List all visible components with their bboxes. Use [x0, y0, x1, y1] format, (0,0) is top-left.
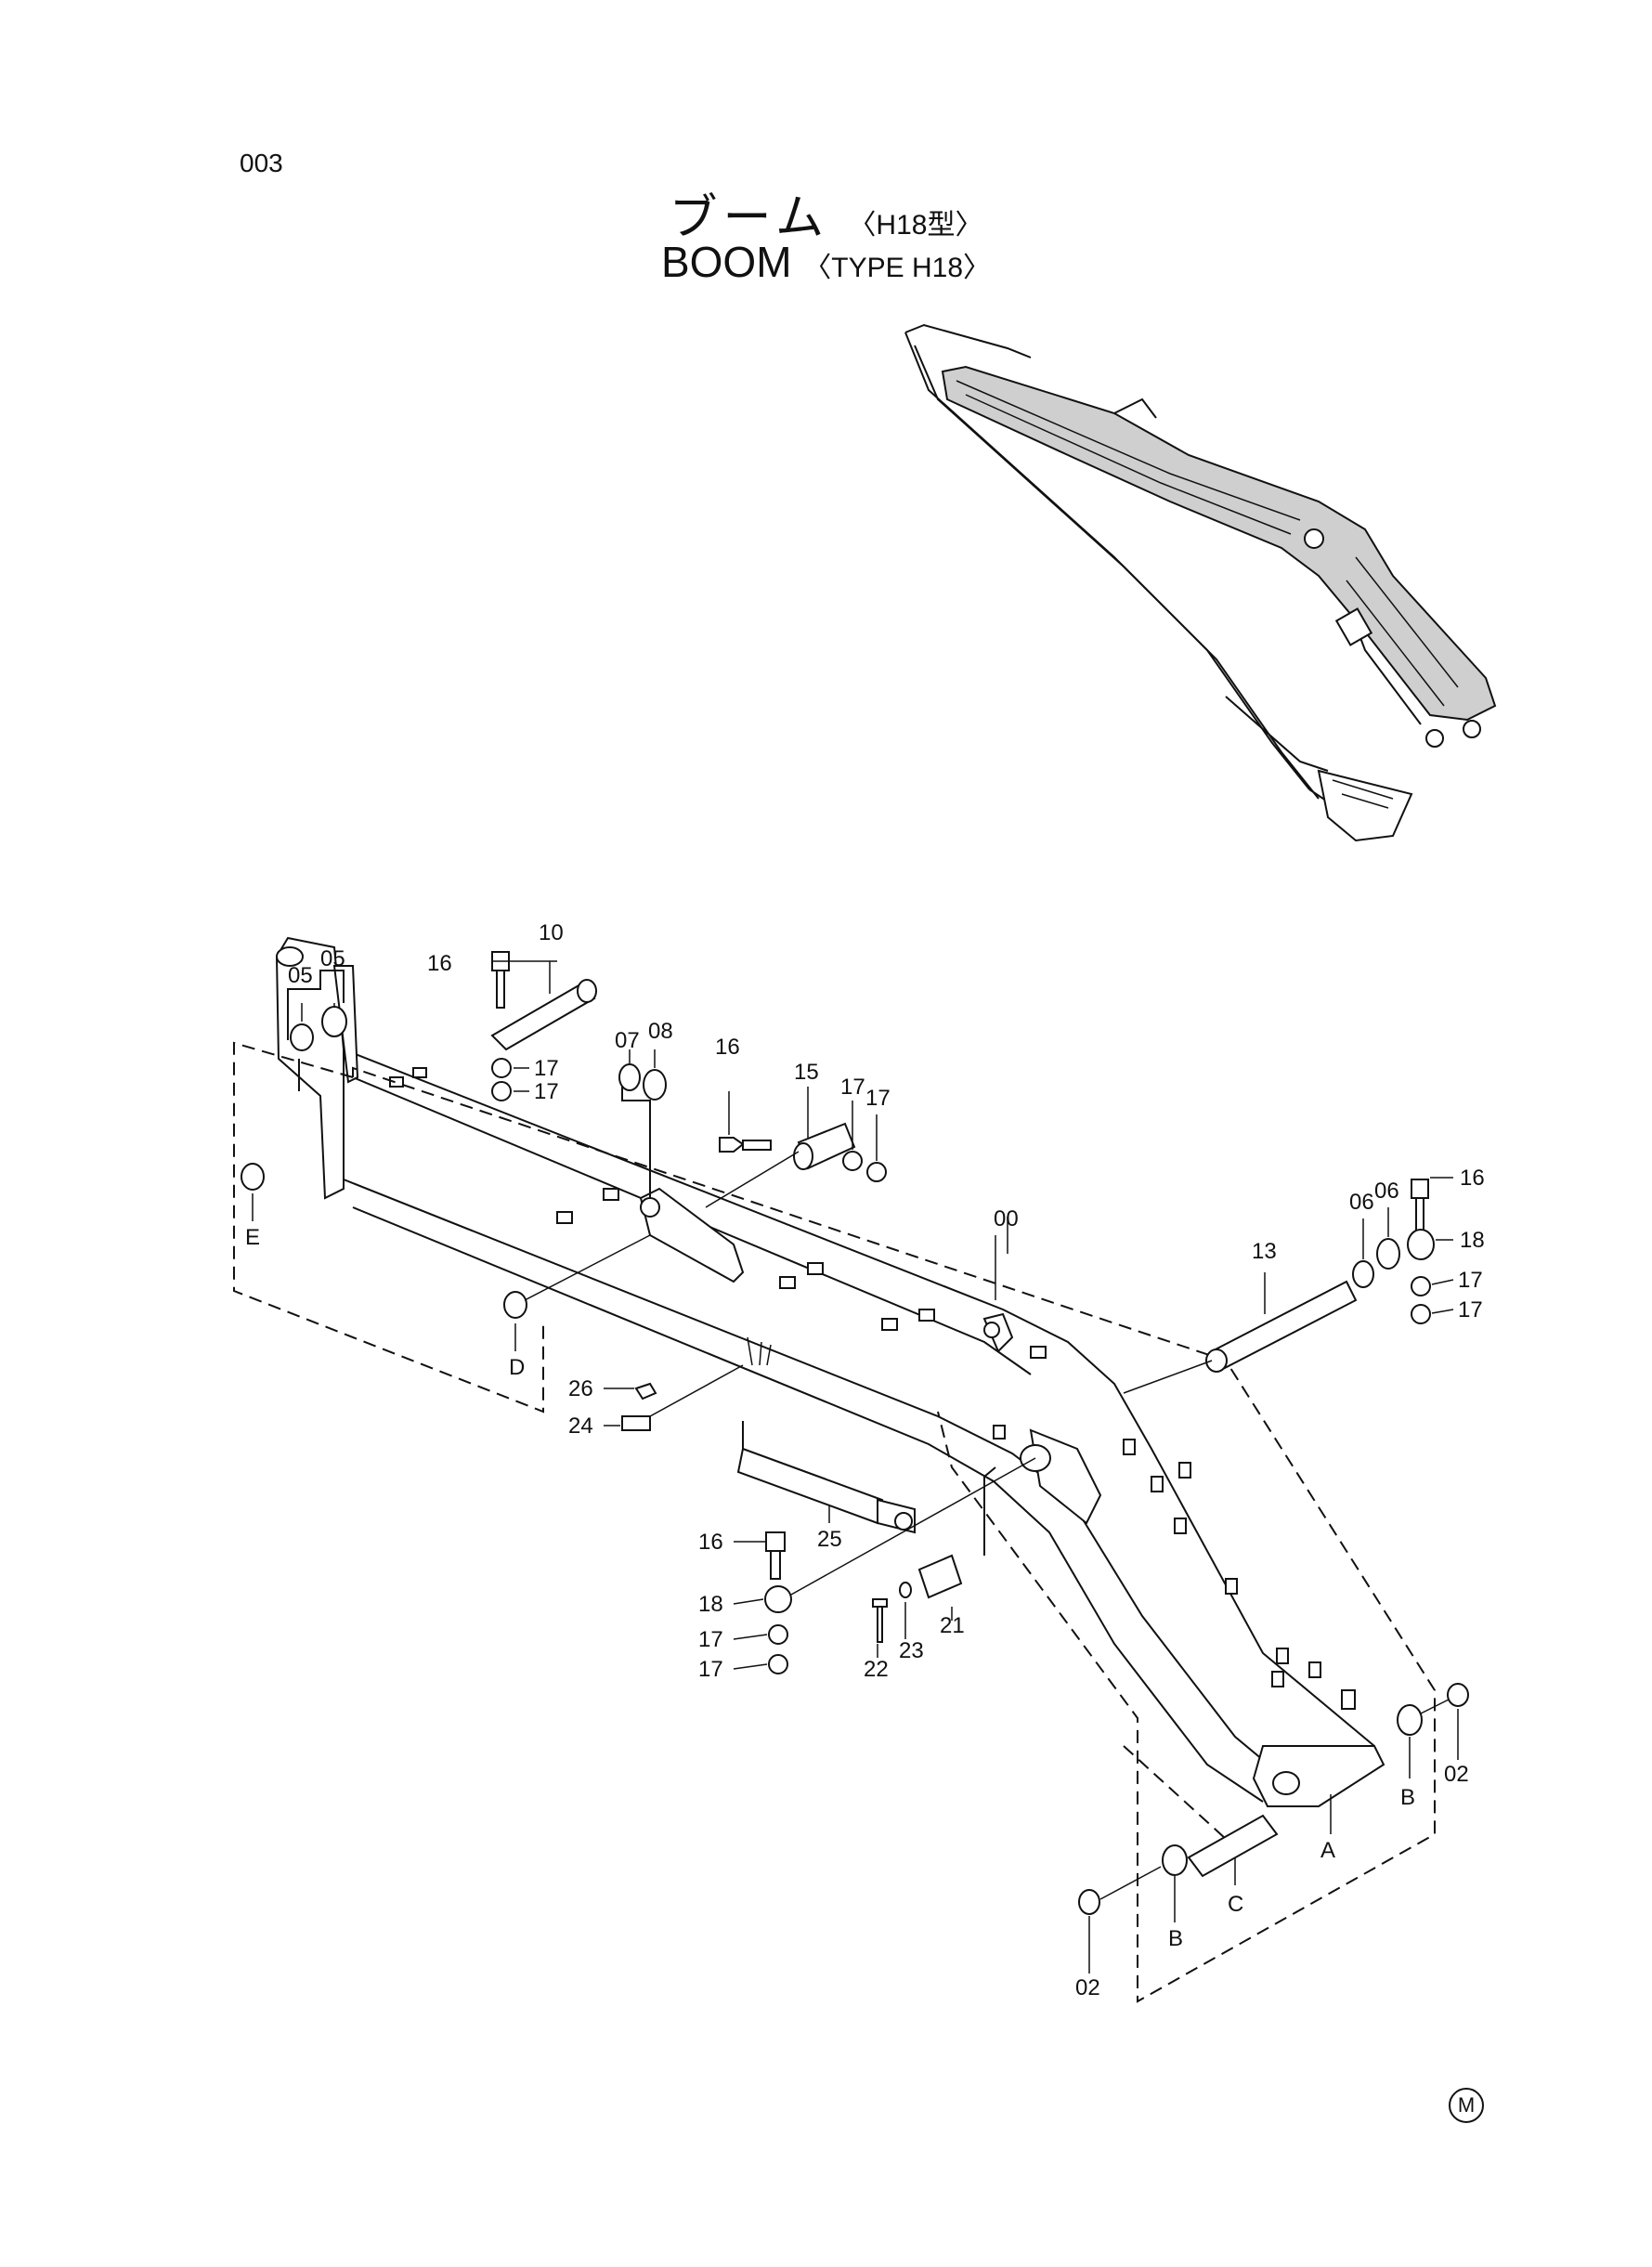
title-en-type: 〈TYPE H18〉 [803, 253, 992, 283]
callout-00: 00 [994, 1206, 1019, 1231]
callout-02: 02 [1444, 1762, 1469, 1787]
callout-26: 26 [568, 1376, 593, 1401]
callout-17: 17 [840, 1075, 865, 1100]
front-attachment-inset [904, 323, 1497, 842]
callout-18: 18 [1460, 1228, 1485, 1253]
callout-10: 10 [539, 920, 564, 945]
callout-02: 02 [1075, 1975, 1100, 2000]
title-english: BOOM 〈TYPE H18〉 [0, 237, 1652, 287]
callout-16: 16 [427, 951, 452, 976]
callout-17: 17 [1458, 1297, 1483, 1322]
callout-24: 24 [568, 1414, 593, 1439]
title-japanese: ブーム 〈H18型〉 [0, 178, 1652, 248]
callout-17: 17 [1458, 1268, 1483, 1293]
callout-B: B [1400, 1785, 1415, 1810]
callout-21: 21 [940, 1613, 965, 1638]
callout-16: 16 [698, 1530, 723, 1555]
title-en-main: BOOM [660, 238, 792, 286]
callout-17: 17 [865, 1086, 891, 1111]
callout-22: 22 [864, 1657, 889, 1682]
callout-D: D [509, 1355, 525, 1380]
callout-17: 17 [534, 1079, 559, 1104]
callout-15: 15 [794, 1060, 819, 1085]
callout-06: 06 [1374, 1179, 1399, 1204]
callout-16: 16 [1460, 1166, 1485, 1191]
callout-08: 08 [648, 1019, 673, 1044]
callout-05: 05 [320, 946, 345, 971]
footer-mark: M [1449, 2088, 1484, 2123]
callout-17: 17 [534, 1056, 559, 1081]
callout-C: C [1228, 1892, 1243, 1917]
title-jp-type: 〈H18型〉 [848, 210, 983, 241]
page-number: 003 [240, 149, 283, 177]
callout-25: 25 [817, 1527, 842, 1552]
callout-A: A [1320, 1838, 1335, 1863]
callout-06: 06 [1349, 1190, 1374, 1215]
callout-17: 17 [698, 1657, 723, 1682]
callout-17: 17 [698, 1627, 723, 1652]
callout-labels: 00 02 02 05 05 06 06 07 08 10 13 15 16 1… [245, 920, 1485, 2000]
callout-05: 05 [288, 963, 313, 988]
callout-E: E [245, 1225, 260, 1250]
callout-07: 07 [615, 1028, 640, 1053]
callout-B: B [1168, 1926, 1183, 1951]
callout-16: 16 [715, 1035, 740, 1060]
callout-23: 23 [899, 1638, 924, 1663]
callout-18: 18 [698, 1592, 723, 1617]
leader-lines [252, 960, 1459, 1974]
title-jp-main: ブーム [669, 191, 829, 245]
callout-13: 13 [1252, 1239, 1277, 1264]
exploded-parts [241, 951, 1469, 1915]
boom-body [233, 936, 1436, 2003]
